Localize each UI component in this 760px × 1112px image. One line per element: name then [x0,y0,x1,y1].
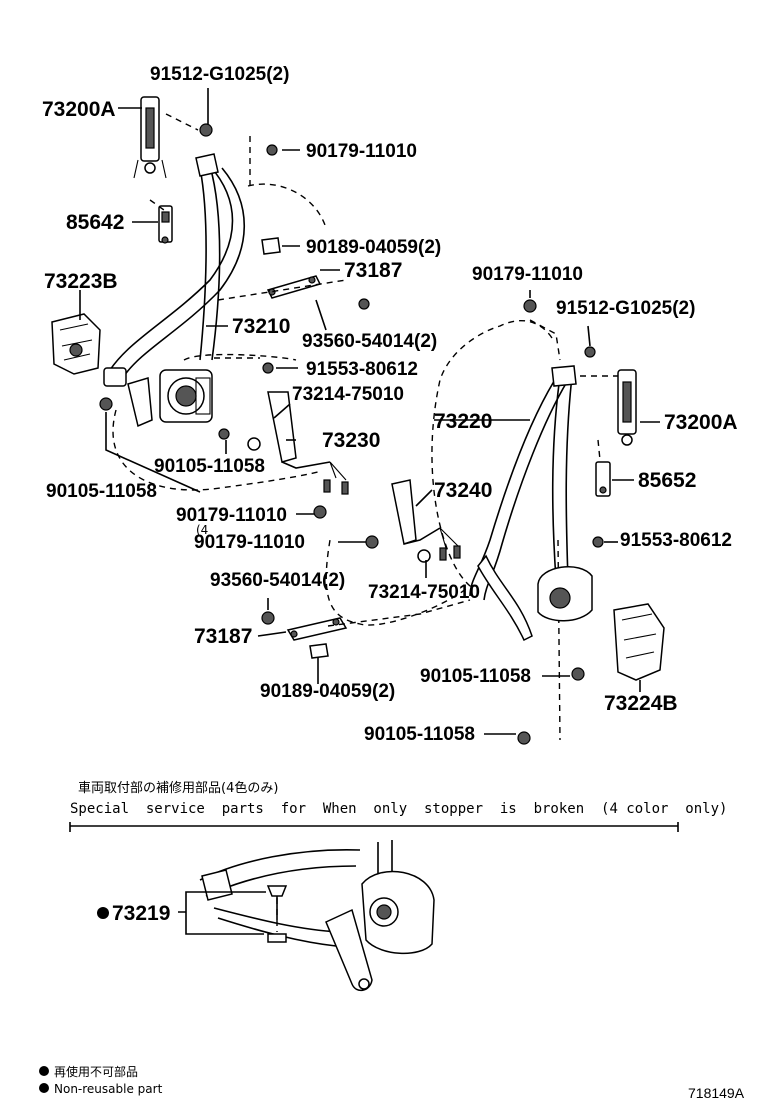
part-85642-icon [158,205,173,244]
bolt-90105-left-b-icon [99,397,113,411]
clip-90189-bottom-icon [309,643,329,659]
label-90179-top-left: 90179-11010 [306,141,417,162]
label-85652: 85652 [638,469,696,492]
right-seat-belt-assembly [261,299,665,745]
label-73224B: 73224B [604,692,678,715]
label-90105-right-a: 90105-11058 [420,666,531,687]
part-85652-icon [595,461,611,497]
bolt-91512-right-icon [584,346,596,358]
special-service-section: 車両取付部の補修用部品(4色のみ) Special service parts … [69,780,727,992]
belt-73210 [103,153,246,387]
cover-73223B [51,313,101,375]
cover-73224B [613,603,665,681]
screw-93560-bottom-icon [261,611,275,625]
legend: 再使用不可部品 Non-reusable part [39,1064,163,1096]
retractor-right [537,566,593,622]
seat-outline-right [325,319,553,626]
legend-en: Non-reusable part [54,1082,163,1096]
non-reusable-bullet-icon [97,907,109,919]
screw-93560-top-icon [358,298,370,310]
label-90179-right: 90179-11010 [472,264,583,285]
nut-90179-mid-a-icon [313,505,327,519]
buckle-73230 [247,391,349,495]
label-73200A-left: 73200A [42,98,116,121]
label-91553-right: 91553-80612 [620,530,732,551]
bolt-91553-left-icon [262,362,274,374]
leader-lines [79,107,660,735]
label-90105-right-b: 90105-11058 [364,724,475,745]
anchor-plate-lower-left [127,377,153,428]
seat-outline-left [112,183,327,491]
detail-drawing-73219 [199,840,435,992]
bracket-73187-bottom [286,617,348,641]
label-93560-top: 93560-54014(2) [302,331,437,352]
label-73240: 73240 [434,479,492,502]
label-73200A-right: 73200A [664,411,738,434]
height-adjuster-right [617,369,637,446]
diagram-id: 718149A [688,1085,745,1101]
bolt-90105-right-a-icon [571,667,585,681]
part-labels: 73200A 91512-G1025(2) 90179-11010 85642 … [42,64,738,745]
label-73219: 73219 [112,902,170,925]
label-91512-left: 91512-G1025(2) [150,64,289,85]
legend-jp: 再使用不可部品 [54,1064,138,1079]
anchor-plate-right [477,554,533,642]
label-90179-mid-b: 90179-11010 [194,532,305,553]
bullet-icon [39,1083,49,1093]
retractor-left [159,369,213,423]
label-90179-mid-a: 90179-11010 [176,505,287,526]
bullet-icon [39,1066,49,1076]
label-85642: 85642 [66,211,124,234]
label-73187-bottom: 73187 [194,625,252,648]
label-90105-left-a: 90105-11058 [154,456,265,477]
label-73210: 73210 [232,315,290,338]
label-90189-bottom: 90189-04059(2) [260,681,395,702]
note-japanese: 車両取付部の補修用部品(4色のみ) [78,780,278,796]
label-91512-right: 91512-G1025(2) [556,298,695,319]
bracket-73187-top [266,275,322,299]
label-73230: 73230 [322,429,380,452]
label-90189-top: 90189-04059(2) [306,237,441,258]
left-seat-belt-assembly [51,88,370,495]
nut-90179-mid-b-icon [365,535,379,549]
label-90179-mid-a-sub: (4 [196,523,208,537]
note-english: Special service parts for When only stop… [70,801,727,817]
height-adjuster-left [133,96,167,179]
label-73214-top: 73214-75010 [292,384,404,405]
bolt-91553-right-icon [592,536,604,548]
label-73220: 73220 [434,410,492,433]
bolt-91512-left-icon [199,88,213,137]
label-91553-left: 91553-80612 [306,359,418,380]
label-73214-bottom: 73214-75010 [368,582,480,603]
nut-90179-top-left-icon [266,144,278,156]
buckle-73240 [391,479,461,563]
bolt-90105-right-b-icon [517,731,531,745]
label-73223B: 73223B [44,270,118,293]
nut-90179-right-icon [523,299,537,313]
label-90105-left-b: 90105-11058 [46,481,157,502]
label-93560-bottom: 93560-54014(2) [210,570,345,591]
label-73187-top: 73187 [344,259,402,282]
bolt-90105-left-a-icon [218,428,230,440]
clip-90189-top-icon [261,237,281,255]
